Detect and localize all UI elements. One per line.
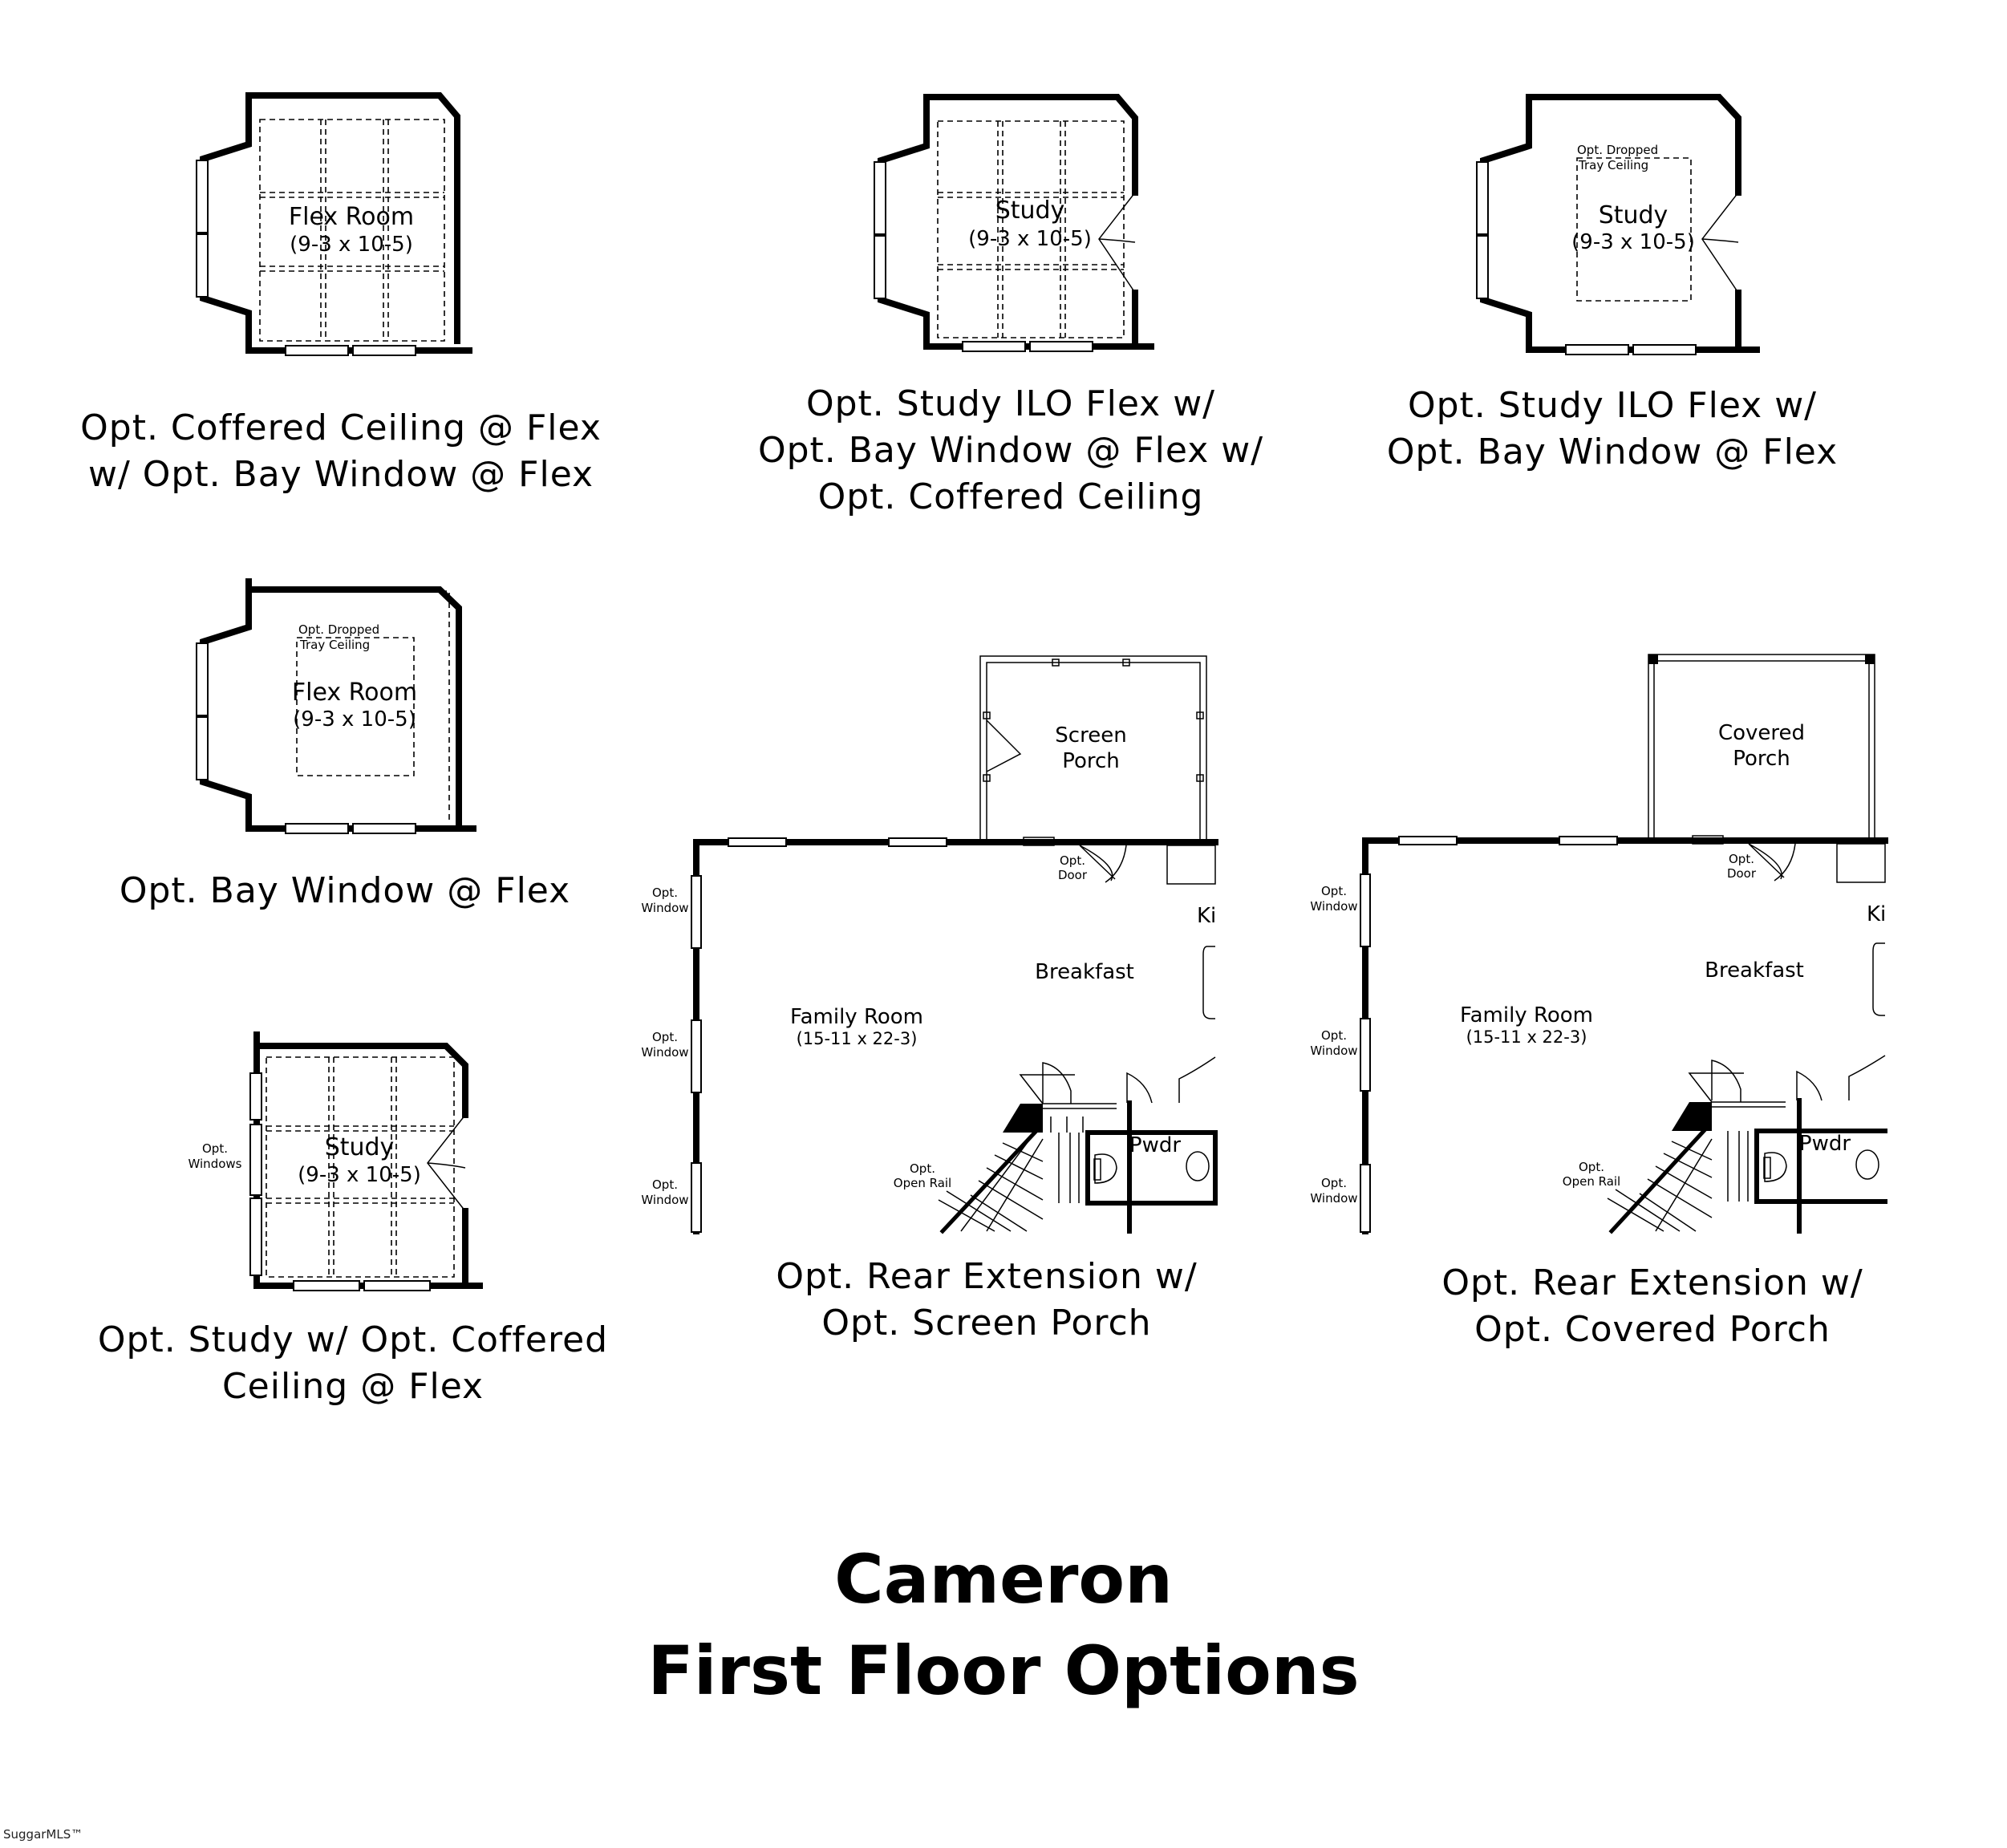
study-label: Study	[995, 197, 1065, 225]
family-room-size: (15-11 x 22-3)	[1466, 1027, 1587, 1047]
page-title: Cameron	[834, 1540, 1173, 1619]
window-note-line2: Window	[1310, 899, 1357, 914]
window-note-line1: Opt.	[1321, 1176, 1347, 1190]
window-note-line2: Window	[641, 1193, 688, 1207]
family-room-label: Family Room	[790, 1005, 923, 1029]
window-note-line2: Window	[1310, 1044, 1357, 1058]
open-rail-note-line2: Open Rail	[1563, 1174, 1620, 1189]
tray-note-line2: Tray Ceiling	[299, 638, 370, 652]
door-note-line1: Opt.	[1729, 852, 1754, 866]
study-label: Study	[325, 1133, 395, 1161]
window-note-line2: Window	[641, 1045, 688, 1060]
powder-label: Pwdr	[1799, 1132, 1851, 1156]
plan-rear-screen-porch: Opt. Window Opt. Window Opt. Window Opt.…	[641, 655, 1218, 1234]
screen-porch-line2: Porch	[1062, 749, 1120, 773]
open-rail-note-line1: Opt.	[1579, 1160, 1604, 1174]
caption-rear-screen: Opt. Rear Extension w/ Opt. Screen Porch	[776, 1256, 1198, 1343]
plan-study-coffered: Opt. Windows Study (9-3 x 10-5)	[189, 1031, 483, 1291]
door-note-line1: Opt.	[1060, 853, 1085, 868]
window-note-line1: Opt.	[652, 1177, 678, 1192]
study-size: (9-3 x 10-5)	[1571, 230, 1695, 254]
flex-room-label: Flex Room	[292, 679, 417, 707]
study-size: (9-3 x 10-5)	[298, 1163, 421, 1187]
kitchen-partial-label: Ki	[1197, 904, 1216, 928]
open-rail-note-line2: Open Rail	[894, 1176, 951, 1190]
windows-note-line2: Windows	[189, 1157, 242, 1171]
flex-room-size: (9-3 x 10-5)	[290, 233, 413, 257]
window-note-line1: Opt.	[652, 1030, 678, 1044]
plan-rear-covered-porch: Opt. Window Opt. Window Opt. Window Opt.…	[1310, 654, 1888, 1234]
door-note-line2: Door	[1058, 868, 1088, 882]
door-note-line2: Door	[1727, 866, 1757, 881]
window-note-line2: Window	[641, 901, 688, 915]
caption-rear-covered: Opt. Rear Extension w/ Opt. Covered Porc…	[1441, 1262, 1863, 1350]
open-rail-note-line1: Opt.	[910, 1161, 935, 1176]
plan-coffered-flex: Flex Room (9-3 x 10-5)	[196, 92, 472, 356]
breakfast-label: Breakfast	[1035, 960, 1134, 984]
plan-bay-flex: Opt. Dropped Tray Ceiling Flex Room (9-3…	[196, 578, 476, 834]
family-room-size: (15-11 x 22-3)	[797, 1029, 918, 1048]
watermark: SuggarMLS™	[3, 1827, 83, 1842]
window-note-line2: Window	[1310, 1191, 1357, 1206]
windows-note-line1: Opt.	[202, 1141, 228, 1156]
covered-porch-line1: Covered	[1718, 721, 1805, 745]
plan-study-bay: Opt. Dropped Tray Ceiling Study (9-3 x 1…	[1476, 94, 1760, 355]
flex-room-size: (9-3 x 10-5)	[293, 707, 416, 732]
caption-bay-flex: Opt. Bay Window @ Flex	[119, 870, 571, 911]
covered-porch-line2: Porch	[1733, 747, 1790, 771]
plan-study-bay-coffered: Study (9-3 x 10-5)	[874, 94, 1154, 352]
study-label: Study	[1599, 201, 1668, 229]
powder-label: Pwdr	[1129, 1133, 1181, 1157]
window-note-line1: Opt.	[1321, 884, 1347, 898]
kitchen-partial-label: Ki	[1867, 902, 1886, 926]
breakfast-label: Breakfast	[1705, 958, 1804, 983]
tray-note-line2: Tray Ceiling	[1578, 158, 1648, 172]
flex-room-label: Flex Room	[289, 203, 414, 231]
family-room-label: Family Room	[1460, 1003, 1593, 1027]
study-size: (9-3 x 10-5)	[968, 227, 1092, 251]
tray-note-line1: Opt. Dropped	[298, 622, 379, 637]
page-subtitle: First Floor Options	[647, 1631, 1360, 1710]
screen-porch-line1: Screen	[1055, 723, 1126, 748]
caption-study-bay: Opt. Study ILO Flex w/ Opt. Bay Window @…	[1386, 385, 1839, 472]
caption-study-coffered: Opt. Study w/ Opt. Coffered Ceiling @ Fl…	[97, 1319, 609, 1407]
caption-coffered-flex: Opt. Coffered Ceiling @ Flex w/ Opt. Bay…	[80, 407, 602, 495]
window-note-line1: Opt.	[1321, 1028, 1347, 1043]
tray-note-line1: Opt. Dropped	[1577, 143, 1658, 157]
window-note-line1: Opt.	[652, 886, 678, 900]
caption-study-bay-coffered: Opt. Study ILO Flex w/ Opt. Bay Window @…	[757, 383, 1264, 517]
